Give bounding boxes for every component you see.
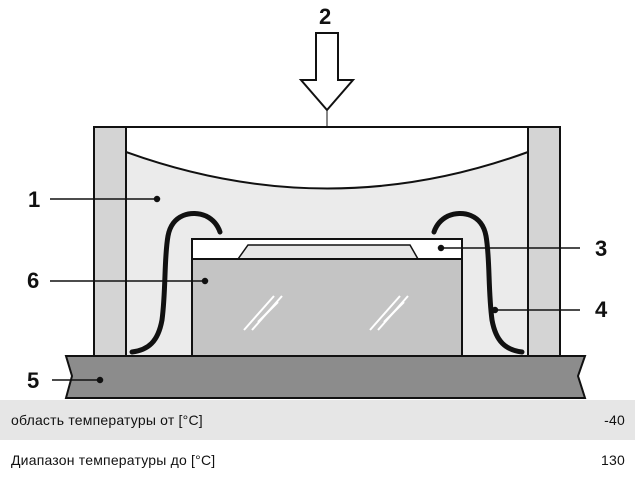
spec-row-temp-min: область температуры от [°C] -40 bbox=[0, 400, 635, 440]
circuit-board bbox=[64, 355, 587, 399]
reflection-marks-right bbox=[369, 295, 409, 331]
callout-housing: 1 bbox=[28, 187, 41, 212]
spec-row-temp-max: Диапазон температуры до [°C] 130 bbox=[0, 440, 635, 480]
spec-value: 130 bbox=[601, 452, 625, 468]
chip-die bbox=[237, 244, 419, 260]
callout-chip: 3 bbox=[595, 236, 608, 261]
force-arrow-icon bbox=[298, 32, 356, 112]
housing-curve-line bbox=[125, 151, 529, 190]
leader-dot-5 bbox=[96, 376, 104, 384]
housing-top-curve bbox=[126, 127, 528, 189]
spec-label: Диапазон температуры до [°C] bbox=[11, 452, 216, 468]
housing-left-wall bbox=[93, 126, 127, 357]
lead-left bbox=[129, 211, 223, 355]
leader-dot-6 bbox=[201, 277, 209, 285]
leader-dot-1 bbox=[153, 195, 161, 203]
leader-dot-4 bbox=[491, 306, 499, 314]
component-cross-section-diagram: 2 1 3 6 4 5 bbox=[27, 4, 608, 399]
callout-board: 5 bbox=[27, 368, 40, 393]
lead-right bbox=[431, 211, 525, 355]
reflection-marks-left bbox=[243, 295, 283, 331]
housing-right-wall bbox=[527, 126, 561, 357]
diagram-canvas bbox=[50, 32, 587, 399]
mold-package bbox=[191, 258, 463, 357]
spec-label: область температуры от [°C] bbox=[11, 412, 203, 428]
leader-dot-3 bbox=[437, 244, 445, 252]
callout-lead: 4 bbox=[595, 297, 608, 322]
callout-force: 2 bbox=[319, 4, 332, 29]
callout-mold: 6 bbox=[27, 268, 40, 293]
spec-value: -40 bbox=[604, 412, 625, 428]
